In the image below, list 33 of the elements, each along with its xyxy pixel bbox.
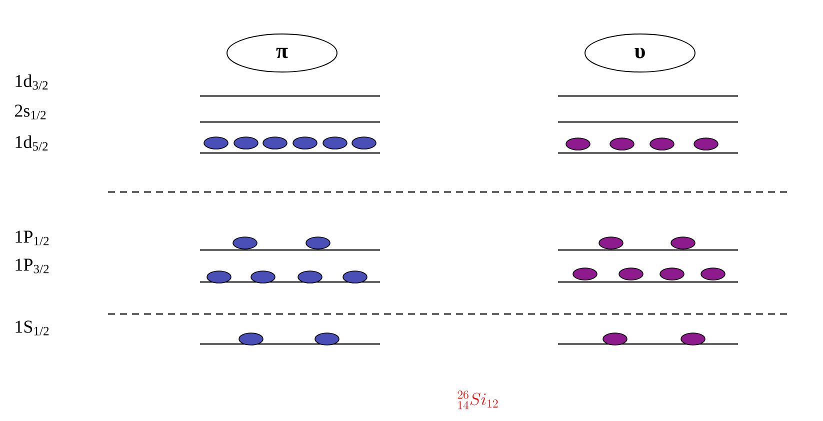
particle [700, 268, 726, 280]
particle [234, 136, 258, 150]
particle [204, 136, 228, 150]
level-label: 1P$_{1/2}$ [16, 230, 49, 246]
particle [598, 236, 624, 250]
particle [322, 136, 348, 150]
level-label: 1d$_{3/2}$ [16, 74, 48, 90]
particle [342, 270, 368, 284]
particle [306, 236, 330, 250]
particle [352, 136, 376, 150]
particle [602, 332, 628, 346]
level-label: 1d$_{5/2}$ [16, 135, 48, 151]
particle [572, 268, 598, 280]
particle [610, 138, 634, 150]
particle [694, 138, 718, 150]
level-label: 2s$_{1/2}$ [14, 104, 46, 120]
particle [232, 236, 258, 250]
particle [292, 136, 318, 150]
particle [680, 332, 706, 346]
nucleus-formula: ${}^{26}_{14}Si_{12}$ [458, 390, 498, 410]
particle [618, 268, 644, 280]
particle [262, 136, 288, 150]
particle [650, 138, 674, 150]
particle [206, 270, 232, 284]
level-label: 1P$_{3/2}$ [16, 258, 49, 274]
particle [250, 270, 276, 284]
particle [238, 332, 264, 346]
particle [670, 236, 696, 250]
particle [298, 270, 322, 284]
particle [566, 138, 590, 150]
particle [660, 268, 684, 280]
particle [314, 332, 340, 346]
level-label: 1S$_{1/2}$ [16, 320, 49, 336]
